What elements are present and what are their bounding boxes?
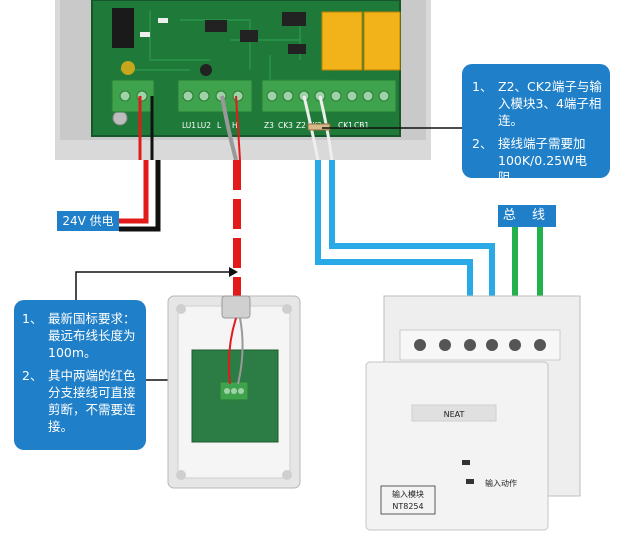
power-wires xyxy=(119,160,161,232)
resistor-icon xyxy=(307,123,331,131)
terminal-label: Z3 xyxy=(264,121,274,130)
relay-icon xyxy=(363,11,401,71)
callout-item-number: 2、 xyxy=(22,368,43,383)
terminal-label: CK3 xyxy=(278,121,293,130)
module-name: 输入模块 xyxy=(392,489,424,499)
callout-item-text: 其中两端的红色分支接线可直接剪断，不需要连接。 xyxy=(48,368,136,434)
callout-item-text: Z2、CK2端子与输入模块3、4端子相连。 xyxy=(498,79,602,128)
callout-item-number: 1、 xyxy=(22,311,43,326)
terminal-label: CB1 xyxy=(354,121,369,130)
module-brand: NEAT xyxy=(444,410,465,419)
terminal-label: H xyxy=(232,121,238,130)
callout-item: 2、 接线端子需要加100K/0.25W电阻。 xyxy=(472,135,602,186)
callout-item-number: 2、 xyxy=(472,136,493,151)
callout-item: 2、 其中两端的红色分支接线可直接剪断，不需要连接。 xyxy=(22,367,138,435)
terminal-label: LU1 xyxy=(182,121,196,130)
terminal-label: Z2 xyxy=(296,121,306,130)
bus-label: 总 线 xyxy=(498,205,556,227)
callout-item-text: 接线端子需要加100K/0.25W电阻。 xyxy=(498,136,587,185)
controller-board: LU1 LU2 L H Z3 CK3 Z2 CK2 CK1 CB1 xyxy=(55,0,431,161)
callout-item-text: 最新国标要求：最远布线长度为100m。 xyxy=(48,311,136,360)
module-indicator-label: 输入动作 xyxy=(485,478,517,488)
callout-item-number: 1、 xyxy=(472,79,493,94)
callout-left: 1、 最新国标要求：最远布线长度为100m。 2、 其中两端的红色分支接线可直接… xyxy=(14,300,146,450)
callout-item: 1、 最新国标要求：最远布线长度为100m。 xyxy=(22,310,138,361)
capacitor-icon xyxy=(121,61,135,75)
power-label: 24V 供电 xyxy=(57,211,119,231)
inductor-icon xyxy=(112,8,134,48)
junction-box xyxy=(167,295,301,489)
terminal-label: CK1 xyxy=(338,121,353,130)
callout-item: 1、 Z2、CK2端子与输入模块3、4端子相连。 xyxy=(472,78,602,129)
input-module: NEAT 输入模块 NT8254 输入动作 xyxy=(365,295,581,531)
terminal-label: LU2 xyxy=(197,121,211,130)
terminal-label: L xyxy=(217,121,222,130)
module-model: NT8254 xyxy=(392,502,423,511)
relay-icon xyxy=(321,11,363,71)
callout-right: 1、 Z2、CK2端子与输入模块3、4端子相连。 2、 接线端子需要加100K/… xyxy=(462,64,610,185)
